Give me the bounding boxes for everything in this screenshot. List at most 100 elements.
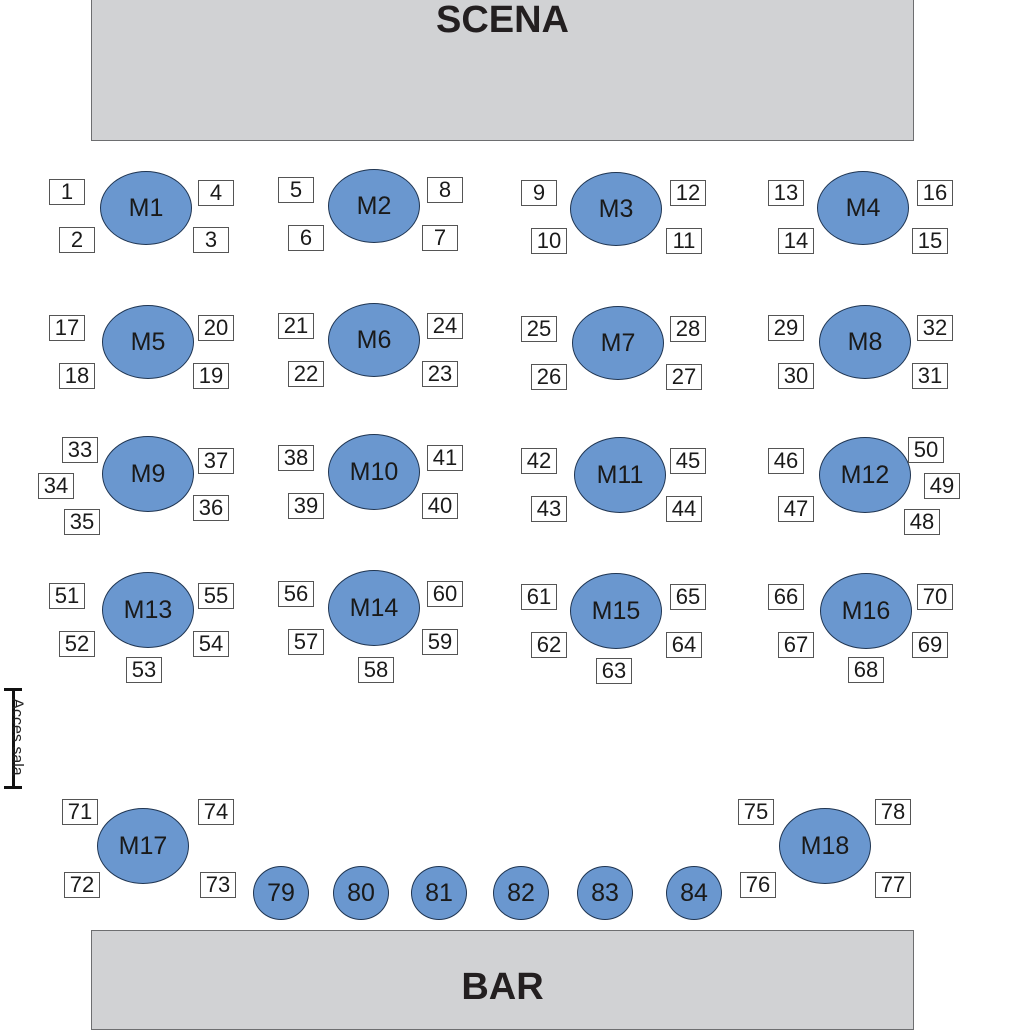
seat-77[interactable]: 77 bbox=[875, 872, 911, 898]
seat-31[interactable]: 31 bbox=[912, 363, 948, 389]
seat-12[interactable]: 12 bbox=[670, 180, 706, 206]
table-m8[interactable]: M8 bbox=[819, 305, 911, 379]
seat-13[interactable]: 13 bbox=[768, 180, 804, 206]
seat-7[interactable]: 7 bbox=[422, 225, 458, 251]
seat-60[interactable]: 60 bbox=[427, 581, 463, 607]
seat-41[interactable]: 41 bbox=[427, 445, 463, 471]
seat-15[interactable]: 15 bbox=[912, 228, 948, 254]
table-80[interactable]: 80 bbox=[333, 866, 389, 920]
seat-53[interactable]: 53 bbox=[126, 657, 162, 683]
seat-16[interactable]: 16 bbox=[917, 180, 953, 206]
seat-71[interactable]: 71 bbox=[62, 799, 98, 825]
seat-24[interactable]: 24 bbox=[427, 313, 463, 339]
seat-66[interactable]: 66 bbox=[768, 584, 804, 610]
table-m9[interactable]: M9 bbox=[102, 436, 194, 512]
table-m6[interactable]: M6 bbox=[328, 303, 420, 377]
table-82[interactable]: 82 bbox=[493, 866, 549, 920]
table-m13[interactable]: M13 bbox=[102, 572, 194, 648]
seat-65[interactable]: 65 bbox=[670, 584, 706, 610]
seat-25[interactable]: 25 bbox=[521, 316, 557, 342]
seat-67[interactable]: 67 bbox=[778, 632, 814, 658]
seat-76[interactable]: 76 bbox=[740, 872, 776, 898]
seat-49[interactable]: 49 bbox=[924, 473, 960, 499]
seat-33[interactable]: 33 bbox=[62, 437, 98, 463]
seat-34[interactable]: 34 bbox=[38, 473, 74, 499]
table-m17[interactable]: M17 bbox=[97, 808, 189, 884]
seat-55[interactable]: 55 bbox=[198, 583, 234, 609]
seat-44[interactable]: 44 bbox=[666, 496, 702, 522]
seat-52[interactable]: 52 bbox=[59, 631, 95, 657]
seat-2[interactable]: 2 bbox=[59, 227, 95, 253]
seat-59[interactable]: 59 bbox=[422, 629, 458, 655]
seat-57[interactable]: 57 bbox=[288, 629, 324, 655]
seat-14[interactable]: 14 bbox=[778, 228, 814, 254]
table-81[interactable]: 81 bbox=[411, 866, 467, 920]
table-m14[interactable]: M14 bbox=[328, 570, 420, 646]
seat-3[interactable]: 3 bbox=[193, 227, 229, 253]
seat-28[interactable]: 28 bbox=[670, 316, 706, 342]
seat-64[interactable]: 64 bbox=[666, 632, 702, 658]
table-m3[interactable]: M3 bbox=[570, 172, 662, 246]
seat-27[interactable]: 27 bbox=[666, 364, 702, 390]
seat-74[interactable]: 74 bbox=[198, 799, 234, 825]
seat-63[interactable]: 63 bbox=[596, 658, 632, 684]
table-83[interactable]: 83 bbox=[577, 866, 633, 920]
seat-37[interactable]: 37 bbox=[198, 448, 234, 474]
seat-56[interactable]: 56 bbox=[278, 581, 314, 607]
seat-4[interactable]: 4 bbox=[198, 180, 234, 206]
table-m18[interactable]: M18 bbox=[779, 808, 871, 884]
table-79[interactable]: 79 bbox=[253, 866, 309, 920]
seat-45[interactable]: 45 bbox=[670, 448, 706, 474]
table-m10[interactable]: M10 bbox=[328, 434, 420, 510]
seat-72[interactable]: 72 bbox=[64, 872, 100, 898]
seat-8[interactable]: 8 bbox=[427, 177, 463, 203]
table-84[interactable]: 84 bbox=[666, 866, 722, 920]
seat-61[interactable]: 61 bbox=[521, 584, 557, 610]
seat-10[interactable]: 10 bbox=[531, 228, 567, 254]
table-m2[interactable]: M2 bbox=[328, 169, 420, 243]
seat-70[interactable]: 70 bbox=[917, 584, 953, 610]
seat-50[interactable]: 50 bbox=[908, 437, 944, 463]
seat-19[interactable]: 19 bbox=[193, 363, 229, 389]
seat-42[interactable]: 42 bbox=[521, 448, 557, 474]
seat-43[interactable]: 43 bbox=[531, 496, 567, 522]
seat-6[interactable]: 6 bbox=[288, 225, 324, 251]
seat-30[interactable]: 30 bbox=[778, 363, 814, 389]
seat-78[interactable]: 78 bbox=[875, 799, 911, 825]
seat-22[interactable]: 22 bbox=[288, 361, 324, 387]
seat-54[interactable]: 54 bbox=[193, 631, 229, 657]
table-m7[interactable]: M7 bbox=[572, 306, 664, 380]
seat-40[interactable]: 40 bbox=[422, 493, 458, 519]
seat-58[interactable]: 58 bbox=[358, 657, 394, 683]
table-m16[interactable]: M16 bbox=[820, 573, 912, 649]
table-m5[interactable]: M5 bbox=[102, 305, 194, 379]
seat-36[interactable]: 36 bbox=[193, 495, 229, 521]
seat-62[interactable]: 62 bbox=[531, 632, 567, 658]
seat-51[interactable]: 51 bbox=[49, 583, 85, 609]
seat-32[interactable]: 32 bbox=[917, 315, 953, 341]
seat-21[interactable]: 21 bbox=[278, 313, 314, 339]
seat-47[interactable]: 47 bbox=[778, 496, 814, 522]
seat-75[interactable]: 75 bbox=[738, 799, 774, 825]
seat-39[interactable]: 39 bbox=[288, 493, 324, 519]
seat-20[interactable]: 20 bbox=[198, 315, 234, 341]
table-m12[interactable]: M12 bbox=[819, 437, 911, 513]
seat-26[interactable]: 26 bbox=[531, 364, 567, 390]
seat-68[interactable]: 68 bbox=[848, 657, 884, 683]
table-m1[interactable]: M1 bbox=[100, 171, 192, 245]
seat-35[interactable]: 35 bbox=[64, 509, 100, 535]
seat-18[interactable]: 18 bbox=[59, 363, 95, 389]
seat-17[interactable]: 17 bbox=[49, 315, 85, 341]
seat-5[interactable]: 5 bbox=[278, 177, 314, 203]
table-m4[interactable]: M4 bbox=[817, 171, 909, 245]
seat-29[interactable]: 29 bbox=[768, 315, 804, 341]
seat-1[interactable]: 1 bbox=[49, 179, 85, 205]
seat-23[interactable]: 23 bbox=[422, 361, 458, 387]
seat-48[interactable]: 48 bbox=[904, 509, 940, 535]
seat-69[interactable]: 69 bbox=[912, 632, 948, 658]
seat-9[interactable]: 9 bbox=[521, 180, 557, 206]
seat-11[interactable]: 11 bbox=[666, 228, 702, 254]
table-m15[interactable]: M15 bbox=[570, 573, 662, 649]
table-m11[interactable]: M11 bbox=[574, 437, 666, 513]
seat-38[interactable]: 38 bbox=[278, 445, 314, 471]
